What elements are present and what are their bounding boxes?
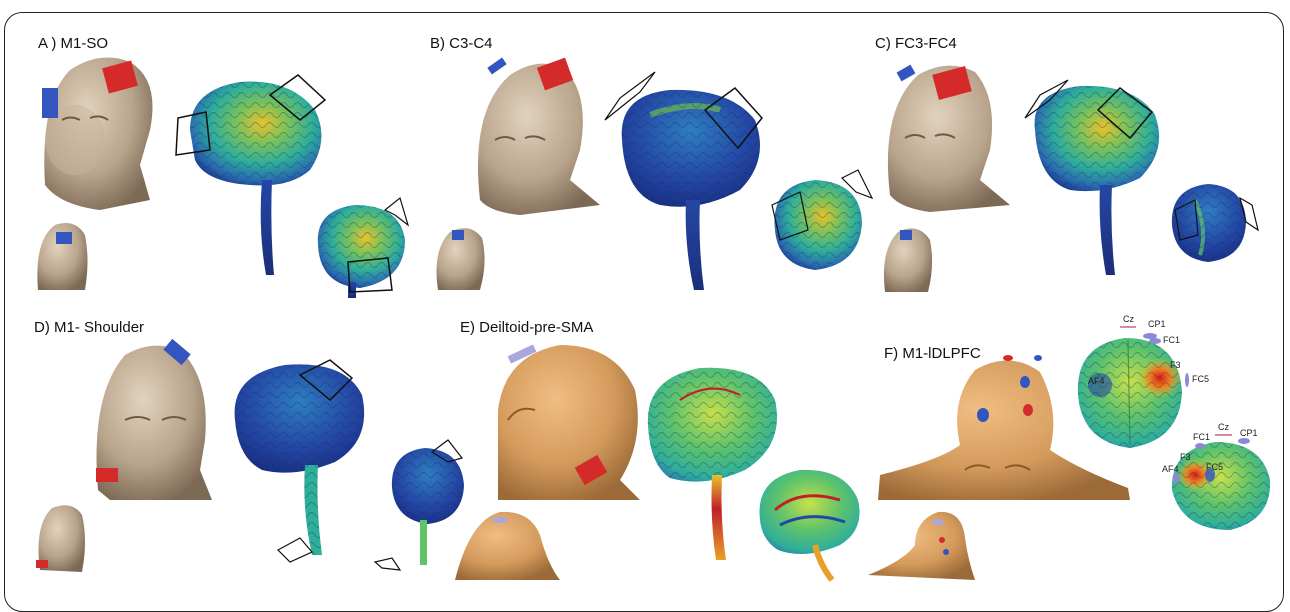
head-thumbnail-c <box>884 228 932 292</box>
electrode-dot-f3 <box>977 408 989 422</box>
panel-d: D) M1- Shoulder <box>34 319 464 572</box>
label-cz-lower: Cz <box>1218 422 1229 432</box>
head-model-e <box>498 345 640 500</box>
electrode-dot-f5 <box>1034 355 1042 361</box>
anode-electrode-d <box>96 468 118 482</box>
cathode-electrode-a <box>42 88 58 118</box>
panel-label-f: F) M1-lDLPFC <box>884 345 981 362</box>
panel-b: B) C3-C4 <box>430 35 872 290</box>
brain-model-e <box>648 368 777 560</box>
brain-model-d <box>235 364 365 555</box>
label-fc1-upper: FC1 <box>1163 335 1180 345</box>
brain-section-e <box>760 470 860 580</box>
label-f3-upper: F3 <box>1170 360 1181 370</box>
label-af4-upper: AF4 <box>1088 376 1105 386</box>
brain-model-c-top <box>1172 184 1246 262</box>
label-cp1-lower: CP1 <box>1240 428 1258 438</box>
electrode-dot-f2 <box>1020 376 1030 388</box>
cathode-electrode-c <box>897 65 916 82</box>
electrode-outline-d2 <box>278 538 312 562</box>
label-cz-upper: Cz <box>1123 314 1134 324</box>
label-cp1-upper: CP1 <box>1148 319 1166 329</box>
electrode-dot-f4 <box>1023 404 1033 416</box>
panel-label-e: E) Deiltoid-pre-SMA <box>460 319 593 336</box>
panel-label-d: D) M1- Shoulder <box>34 319 144 336</box>
brain-model-a <box>190 82 321 275</box>
head-thumbnail-d <box>36 505 85 572</box>
panel-a: A ) M1-SO <box>37 35 408 298</box>
head-thumbnail-e <box>455 512 560 580</box>
cathode-electrode-b <box>487 58 506 75</box>
head-thumbnail-f <box>868 512 975 580</box>
panel-label-a: A ) M1-SO <box>38 35 108 52</box>
label-fc5-upper: FC5 <box>1192 374 1209 384</box>
head-model-b <box>478 64 600 215</box>
brain-model-f-upper <box>1078 338 1182 448</box>
brain-model-b <box>622 90 760 290</box>
electrode-dot-f1 <box>1003 355 1013 361</box>
figure-canvas: A ) M1-SO B) <box>0 0 1290 583</box>
head-thumbnail-b <box>437 228 485 290</box>
brain-model-d-top <box>392 448 464 565</box>
panel-c: C) FC3-FC4 <box>875 35 1258 292</box>
head-thumbnail-a <box>37 223 87 290</box>
panel-f: F) M1-lDLPFC Cz CP1 <box>868 314 1270 580</box>
panel-label-b: B) C3-C4 <box>430 35 493 52</box>
panel-label-c: C) FC3-FC4 <box>875 35 957 52</box>
label-f3-lower: F3 <box>1180 452 1191 462</box>
panel-e: E) Deiltoid-pre-SMA <box>455 319 860 580</box>
label-fc1-lower: FC1 <box>1193 432 1210 442</box>
brain-model-c <box>1035 86 1160 275</box>
brain-model-b-top <box>775 180 863 270</box>
electrode-outline-d4 <box>375 558 400 570</box>
